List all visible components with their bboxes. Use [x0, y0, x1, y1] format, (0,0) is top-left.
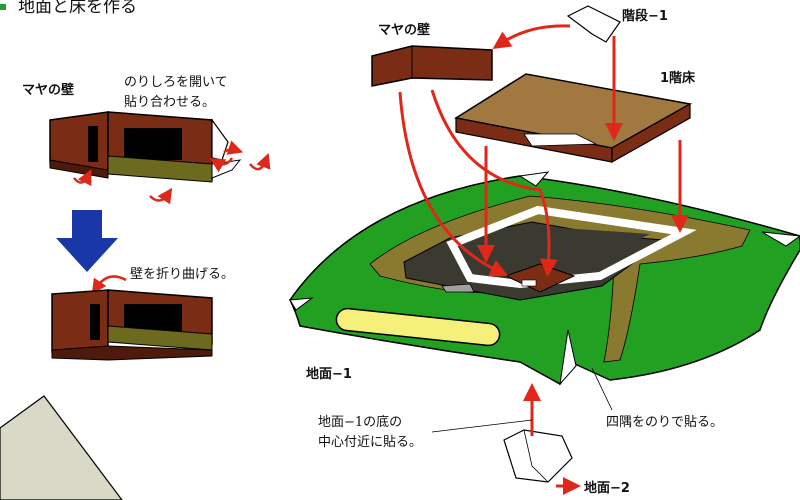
- ground1-label: 地面−1: [306, 366, 352, 382]
- maya-wall-label-left: マヤの壁: [22, 82, 74, 98]
- gray-panel: [0, 395, 123, 500]
- stairs-1: [566, 5, 621, 43]
- stairs-label: 階段−1: [622, 8, 668, 24]
- floor1-label: 1階床: [660, 70, 696, 86]
- note-open-tabs-line2: 貼り合わせる。: [124, 95, 215, 110]
- fold-tab-arrows: [73, 140, 271, 205]
- maya-wall-top: [371, 45, 493, 87]
- page-header: 地面と床を作る: [18, 0, 137, 17]
- note-fold-wall: 壁を折り曲げる。: [130, 267, 234, 282]
- ground-2: [503, 429, 573, 483]
- unfolded-wall: [49, 111, 242, 183]
- note-corners: 四隅をのりで貼る。: [606, 415, 723, 430]
- ground-2-fold-lines: [523, 429, 549, 483]
- note-open-tabs-line1: のりしろを開いて: [124, 75, 228, 90]
- folded-wall: [51, 289, 213, 361]
- note-bottom-line2: 中心付近に貼る。: [318, 435, 422, 450]
- placement-arrows: [398, 24, 689, 495]
- header-bullet: [0, 4, 6, 10]
- note-bottom-line1: 地面−1の底の: [318, 414, 402, 430]
- leader-corners-note: [591, 367, 613, 411]
- leader-bottom-note: [431, 419, 533, 433]
- fold-curl-arrow: [91, 275, 127, 295]
- ground-1: [289, 171, 800, 386]
- ground2-label: 地面−2: [584, 480, 630, 496]
- maya-wall-label-top: マヤの壁: [378, 22, 430, 38]
- step-down-arrow: [56, 210, 118, 272]
- floor-1: [453, 73, 693, 164]
